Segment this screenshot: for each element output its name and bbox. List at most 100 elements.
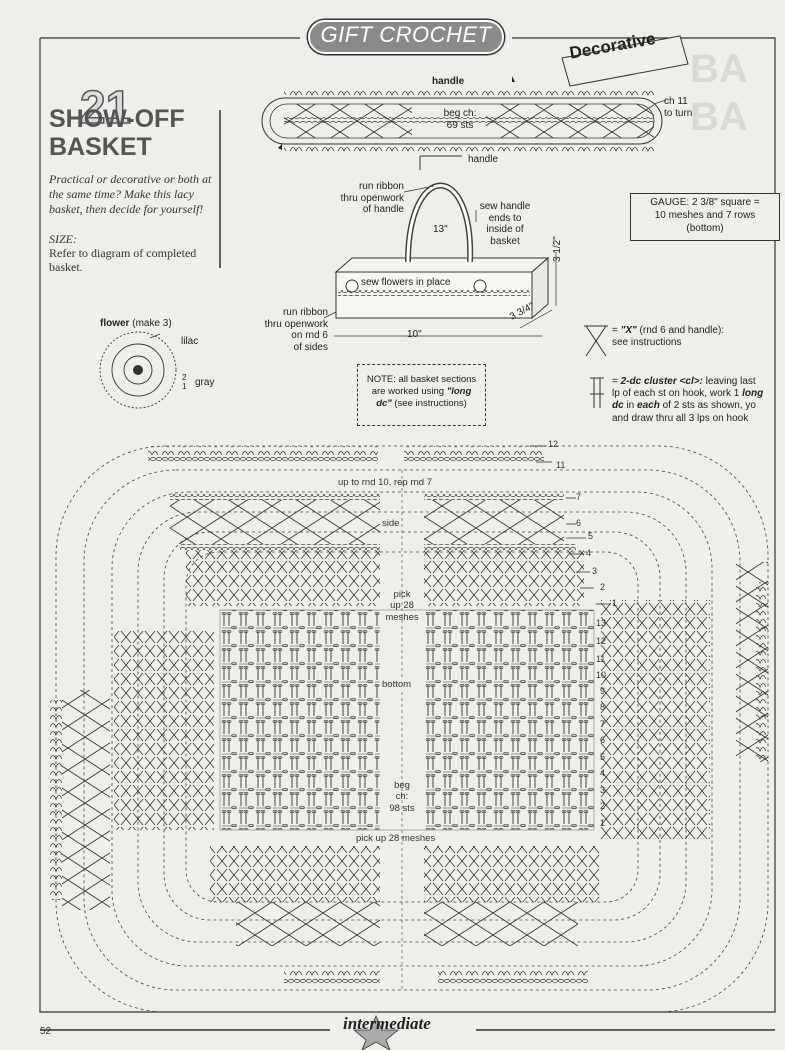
chart-beg-label: beg ch: 98 sts xyxy=(372,780,432,814)
legend-cl-line3: dc in each of 2 sts as shown, yo xyxy=(612,400,763,412)
svg-text:BA: BA xyxy=(690,95,748,139)
gauge-box: GAUGE: 2 3/8" square = 10 meshes and 7 r… xyxy=(630,193,780,241)
side-round-5: 5 xyxy=(588,531,594,541)
handle-chart xyxy=(261,76,667,152)
sew-handle-line4: basket xyxy=(490,235,520,247)
page-number: 52 xyxy=(40,1026,52,1037)
skill-level-logo: intermediate xyxy=(343,1014,431,1033)
handle-beg-line1: beg ch: xyxy=(443,108,477,119)
bottom-row-12: 12 xyxy=(596,636,607,646)
legend-cl-symbol: 2-dc cluster <cl>: xyxy=(620,376,703,387)
section-banner xyxy=(308,20,504,54)
chart-side-label: side xyxy=(382,518,400,529)
side-round-12: 12 xyxy=(548,439,559,449)
note-box: NOTE: all basket sections are worked usi… xyxy=(357,364,486,426)
sew-handle-line1: sew handle xyxy=(479,201,531,212)
height-label: 3 1/2" xyxy=(552,236,563,262)
chart-pick-bottom-label: pick up 28 meshes xyxy=(356,833,436,844)
legend-x: = "X" (rnd 6 and handle): see instructio… xyxy=(612,325,724,348)
bottom-row-11: 11 xyxy=(596,654,606,664)
flower-label-make: (make 3) xyxy=(132,318,172,329)
basket-handle-label: handle xyxy=(468,154,499,165)
chart-pick-line1: pick xyxy=(393,589,411,600)
handle-length-label: 13" xyxy=(433,224,448,235)
flower-label-name: flower xyxy=(100,318,130,329)
side-round-3: 3 xyxy=(592,566,598,576)
flower-row-numbers: 2 1 xyxy=(182,373,187,392)
chart-pick-line2: up 28 xyxy=(390,600,414,612)
sew-handle-line2: ends to xyxy=(488,212,522,224)
basket-chart xyxy=(50,445,769,1013)
ribbon-side-line1: run ribbon xyxy=(282,307,328,318)
bottom-row-10: 10 xyxy=(596,670,607,680)
bottom-row-3: 3 xyxy=(600,785,606,795)
chart-beg-line1: beg xyxy=(394,780,410,791)
sew-handle-line3: inside of xyxy=(486,224,524,235)
flower-diagram xyxy=(99,331,177,409)
note-line2: are worked using "long xyxy=(358,386,485,398)
note-line3: dc" (see instructions) xyxy=(358,398,485,410)
legend-cl-text1: leaving last xyxy=(702,376,756,387)
legend-x-line1: = "X" (rnd 6 and handle): xyxy=(612,325,724,337)
handle-turn-label: ch 11 to turn xyxy=(664,96,692,119)
handle-turn-line2: to turn xyxy=(664,107,693,119)
chart-bottom-label: bottom xyxy=(380,679,414,690)
flower-label: flower (make 3) xyxy=(100,318,172,330)
note-line2-bold: "long xyxy=(446,385,472,397)
bottom-row-5: 5 xyxy=(600,752,606,762)
bottom-row-8: 8 xyxy=(600,702,606,712)
pattern-title-line1: SHOW-OFF xyxy=(49,105,185,133)
legend-cl-eq: = xyxy=(612,376,621,387)
legend-cl-line4: and draw thru all 3 lps on hook xyxy=(612,412,749,424)
sew-flowers-label: sew flowers in place xyxy=(361,277,451,288)
ribbon-handle-label: run ribbon thru openwork of handle xyxy=(326,181,404,216)
ribbon-side-line2: thru openwork xyxy=(264,318,328,330)
legend-cluster: = 2-dc cluster <cl>: leaving last lp of … xyxy=(612,376,763,425)
legend-cl-text3c: each xyxy=(637,400,660,412)
size-label: SIZE: xyxy=(49,232,77,246)
flower-row1: 1 xyxy=(182,381,187,391)
chart-beg-line3: 98 sts xyxy=(389,802,415,814)
side-round-6: 6 xyxy=(576,518,582,528)
note-line3-text: (see instructions) xyxy=(391,397,467,409)
bottom-row-7: 7 xyxy=(600,719,606,729)
ribbon-handle-line3: of handle xyxy=(362,204,404,215)
legend-x-text2: see instructions xyxy=(612,336,682,348)
side-round-2: 2 xyxy=(600,582,606,592)
basket-drawing xyxy=(323,155,557,337)
note-line3-bold: dc" xyxy=(376,397,392,409)
handle-beg-label: beg ch: 69 sts xyxy=(420,108,500,131)
ribbon-side-label: run ribbon thru openwork on rnd 6 of sid… xyxy=(248,307,328,353)
flower-gray-label: gray xyxy=(195,377,215,388)
side-round-7: 7 xyxy=(576,492,582,502)
ribbon-side-line4: of sides xyxy=(293,341,328,353)
handle-beg-line2: 69 sts xyxy=(446,119,474,131)
note-line1: NOTE: all basket sections xyxy=(366,374,477,385)
sew-handle-label: sew handle ends to inside of basket xyxy=(472,201,538,247)
footer-star xyxy=(352,1014,400,1050)
legend-x-text1: (rnd 6 and handle): xyxy=(636,325,725,336)
legend-cl-text3a: dc xyxy=(612,400,624,412)
legend-symbols xyxy=(584,325,608,408)
bottom-row-4: 4 xyxy=(600,768,606,778)
bottom-row-2: 2 xyxy=(600,801,606,811)
side-round-4: 4 xyxy=(586,548,592,558)
legend-cl-line2: lp of each st on hook, work 1 long xyxy=(612,388,763,400)
note-line2-text: are worked using xyxy=(371,385,447,397)
page-frame xyxy=(39,37,776,1031)
flower-lilac-label: lilac xyxy=(181,336,199,347)
gauge-line2: 10 meshes and 7 rows xyxy=(654,210,756,221)
ribbon-handle-line1: run ribbon xyxy=(358,181,404,192)
legend-cl-line1: = 2-dc cluster <cl>: leaving last xyxy=(612,376,763,388)
pattern-title-line2: BASKET xyxy=(49,132,152,161)
width-label: 10" xyxy=(407,329,422,340)
side-round-11: 11 xyxy=(556,460,566,470)
legend-cl-text2b: long xyxy=(742,388,764,400)
chart-up-to-label: up to rnd 10, rep rnd 7 xyxy=(338,477,433,488)
bottom-row-1: 1 xyxy=(600,818,606,828)
chart-beg-line2: ch: xyxy=(395,791,409,803)
section-banner-text: GIFT CROCHET xyxy=(320,22,492,47)
bottom-row-13: 13 xyxy=(596,618,607,628)
pattern-title: SHOW-OFF BASKET xyxy=(49,105,185,161)
